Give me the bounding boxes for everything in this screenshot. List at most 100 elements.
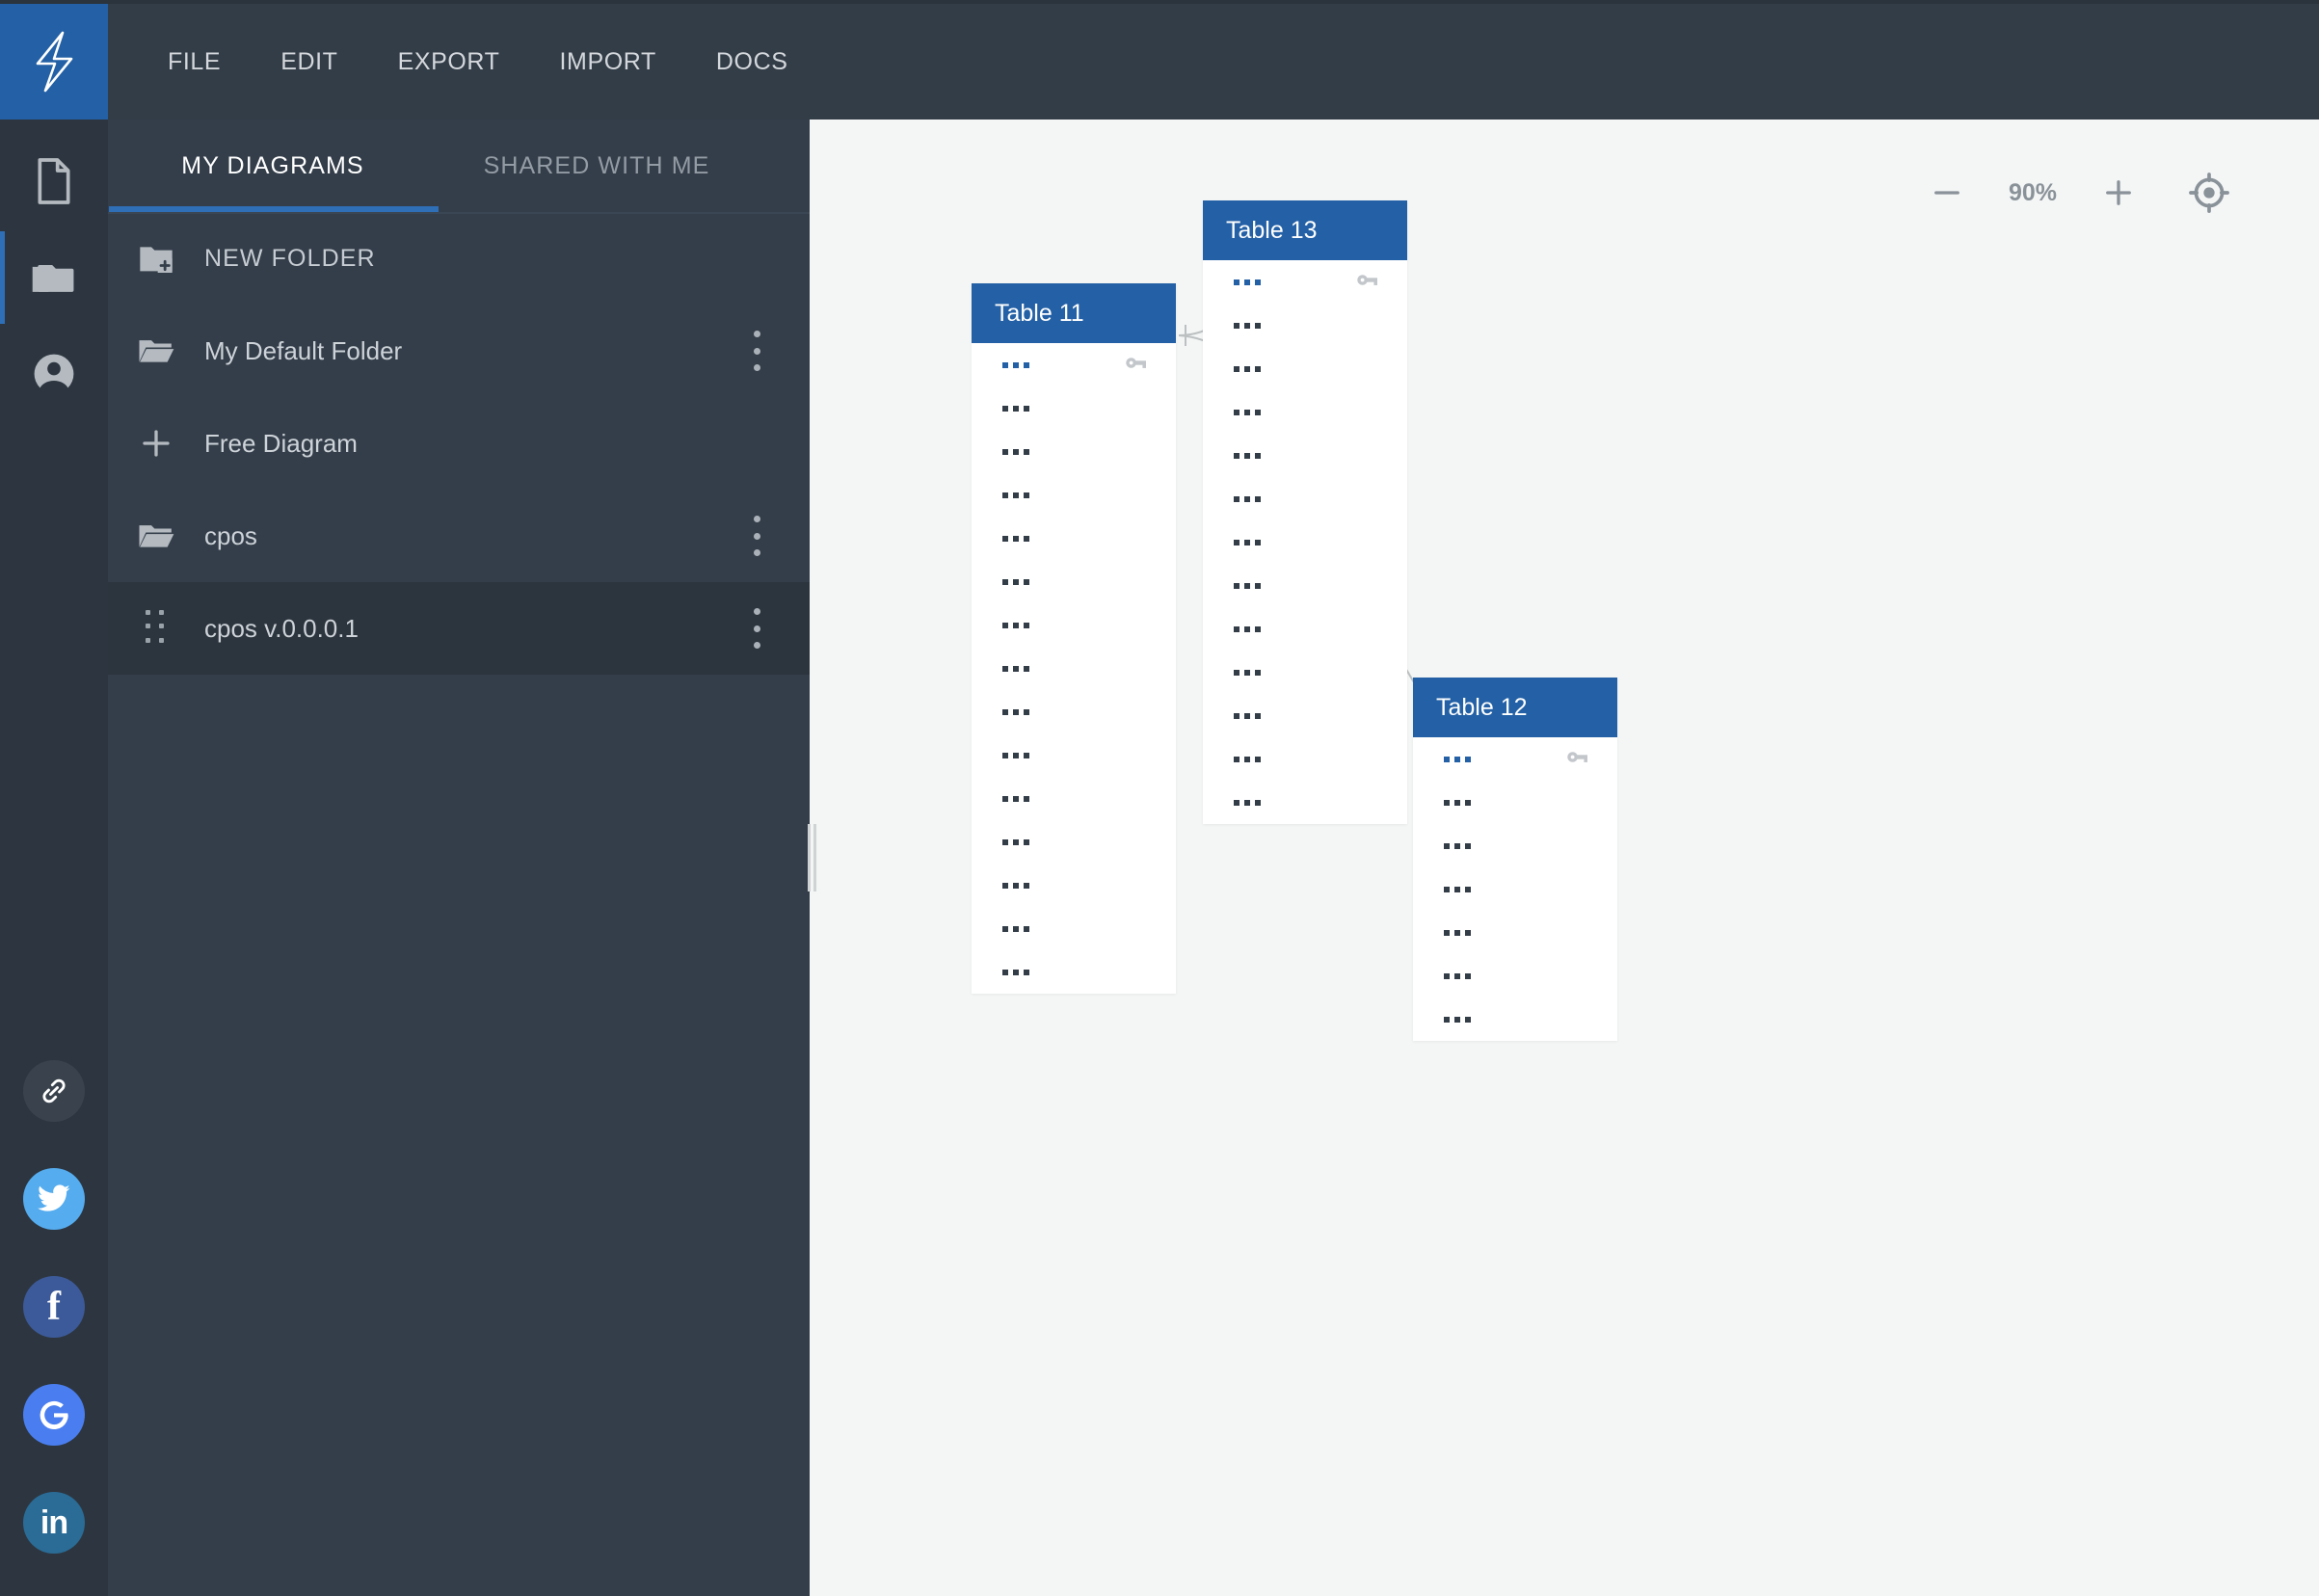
table-row[interactable] (1203, 520, 1407, 564)
table-row[interactable] (972, 343, 1176, 386)
table-row[interactable] (972, 950, 1176, 994)
table-row[interactable] (1413, 998, 1617, 1041)
folder-cpos[interactable]: cpos (108, 490, 810, 582)
plus-icon (143, 430, 170, 457)
table-row[interactable] (972, 647, 1176, 690)
account-circle-icon (34, 354, 74, 395)
free-diagram-button[interactable]: Free Diagram (108, 397, 810, 490)
er-table-table-12[interactable]: Table 12 (1413, 678, 1617, 1041)
linkedin-share-button[interactable]: in (23, 1492, 85, 1554)
column-placeholder (1234, 322, 1261, 329)
table-row[interactable] (1203, 477, 1407, 520)
table-row[interactable] (1203, 390, 1407, 434)
table-row[interactable] (972, 690, 1176, 733)
plus-icon (2106, 180, 2131, 205)
tab-my-diagrams[interactable]: MY DIAGRAMS (181, 151, 364, 179)
table-row[interactable] (1413, 781, 1617, 824)
menu-edit[interactable]: EDIT (280, 47, 338, 75)
minus-icon (1934, 191, 1959, 195)
table-header[interactable]: Table 12 (1413, 678, 1617, 737)
plus-icon-wrap (108, 426, 204, 461)
menu-docs[interactable]: DOCS (715, 47, 788, 75)
zoom-out-button[interactable] (1916, 162, 1978, 224)
table-row[interactable] (1413, 737, 1617, 781)
table-row[interactable] (1203, 694, 1407, 737)
table-row[interactable] (1203, 564, 1407, 607)
table-row[interactable] (1413, 954, 1617, 998)
zoom-controls: 90% (1916, 162, 2240, 224)
folder-my-default-folder[interactable]: My Default Folder (108, 305, 810, 397)
table-row[interactable] (1413, 867, 1617, 911)
table-row[interactable] (1203, 304, 1407, 347)
column-placeholder (1444, 972, 1471, 979)
table-row[interactable] (972, 820, 1176, 864)
diagrams-panel: MY DIAGRAMS SHARED WITH ME NEW FOLDER (108, 120, 810, 1596)
er-table-table-11[interactable]: Table 11 (972, 283, 1176, 994)
sidebar-item-documents[interactable] (0, 127, 108, 235)
sidebar-item-folders[interactable] (0, 224, 108, 332)
diagram-cpos-v0001[interactable]: cpos v.0.0.0.1 (108, 582, 810, 675)
folder-options-button[interactable] (744, 331, 769, 371)
app-logo[interactable] (0, 4, 108, 120)
table-row[interactable] (1203, 781, 1407, 824)
window-top-edge (0, 0, 2319, 4)
table-columns (972, 343, 1176, 994)
column-placeholder (1234, 669, 1261, 676)
table-row[interactable] (972, 560, 1176, 603)
folder-options-button[interactable] (744, 516, 769, 556)
table-row[interactable] (1203, 434, 1407, 477)
table-row[interactable] (1203, 737, 1407, 781)
table-row[interactable] (972, 864, 1176, 907)
drag-handle-icon[interactable] (146, 610, 167, 647)
tab-shared-with-me[interactable]: SHARED WITH ME (483, 151, 710, 179)
diagram-options-button[interactable] (744, 608, 769, 649)
column-placeholder (1234, 625, 1261, 632)
table-columns (1413, 737, 1617, 1041)
google-share-button[interactable] (23, 1384, 85, 1446)
table-header[interactable]: Table 11 (972, 283, 1176, 343)
table-row[interactable] (972, 733, 1176, 777)
panel-resize-handle[interactable] (806, 120, 819, 1596)
twitter-icon (38, 1184, 70, 1211)
zoom-in-button[interactable] (2088, 162, 2149, 224)
free-diagram-label: Free Diagram (204, 428, 358, 458)
column-placeholder (1234, 279, 1261, 285)
menu-file[interactable]: FILE (168, 47, 222, 75)
table-row[interactable] (972, 603, 1176, 647)
table-row[interactable] (1203, 607, 1407, 651)
share-link-button[interactable] (23, 1060, 85, 1122)
table-header[interactable]: Table 13 (1203, 200, 1407, 260)
twitter-share-button[interactable] (23, 1168, 85, 1230)
folder-label: My Default Folder (204, 335, 403, 365)
table-row[interactable] (1203, 260, 1407, 304)
table-row[interactable] (1203, 347, 1407, 390)
menu-import[interactable]: IMPORT (559, 47, 656, 75)
table-row[interactable] (972, 430, 1176, 473)
facebook-share-button[interactable]: f (23, 1276, 85, 1338)
table-row[interactable] (972, 386, 1176, 430)
column-placeholder (1002, 838, 1029, 845)
drag-handle-icon-wrap[interactable] (108, 610, 204, 647)
table-row[interactable] (972, 473, 1176, 517)
table-row[interactable] (972, 517, 1176, 560)
table-row[interactable] (1413, 824, 1617, 867)
table-row[interactable] (972, 777, 1176, 820)
center-view-button[interactable] (2178, 162, 2240, 224)
column-placeholder (1444, 799, 1471, 806)
menu-export[interactable]: EXPORT (397, 47, 500, 75)
er-table-table-13[interactable]: Table 13 (1203, 200, 1407, 824)
table-row[interactable] (1203, 651, 1407, 694)
column-placeholder (1234, 539, 1261, 545)
primary-key-icon (1357, 273, 1378, 291)
column-placeholder (1002, 578, 1029, 585)
diagram-label: cpos v.0.0.0.1 (204, 613, 359, 643)
table-row[interactable] (1413, 911, 1617, 954)
table-row[interactable] (972, 907, 1176, 950)
column-placeholder (1002, 361, 1029, 368)
column-placeholder (1002, 492, 1029, 498)
sidebar-item-account[interactable] (0, 320, 108, 428)
diagram-canvas[interactable]: 90% T (810, 120, 2319, 1596)
new-folder-label: NEW FOLDER (204, 244, 376, 272)
panel-tabs: MY DIAGRAMS SHARED WITH ME (108, 120, 810, 214)
new-folder-button[interactable]: NEW FOLDER (108, 212, 810, 305)
